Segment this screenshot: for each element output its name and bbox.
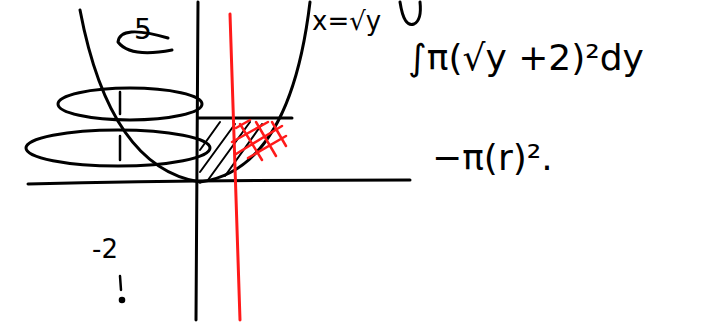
red-line <box>230 14 240 320</box>
axis-value: -2 <box>92 236 118 262</box>
integral-expression: ∫π(√y +2)²dy <box>408 40 644 76</box>
region-top <box>198 117 292 120</box>
dot <box>120 298 124 302</box>
revolution-ellipse <box>26 130 210 166</box>
revolution-ellipse <box>58 88 202 120</box>
parabola-left <box>80 10 200 182</box>
height-value: 5 <box>134 16 152 44</box>
tick <box>120 92 121 290</box>
curve-label: x=√y <box>312 8 381 34</box>
parabola-right <box>200 2 310 182</box>
red-crosshatch <box>232 120 286 160</box>
y-axis <box>196 2 198 320</box>
u-mark <box>400 2 420 25</box>
x-axis <box>28 180 410 184</box>
subtracted-term: −π(r)². <box>432 140 553 176</box>
